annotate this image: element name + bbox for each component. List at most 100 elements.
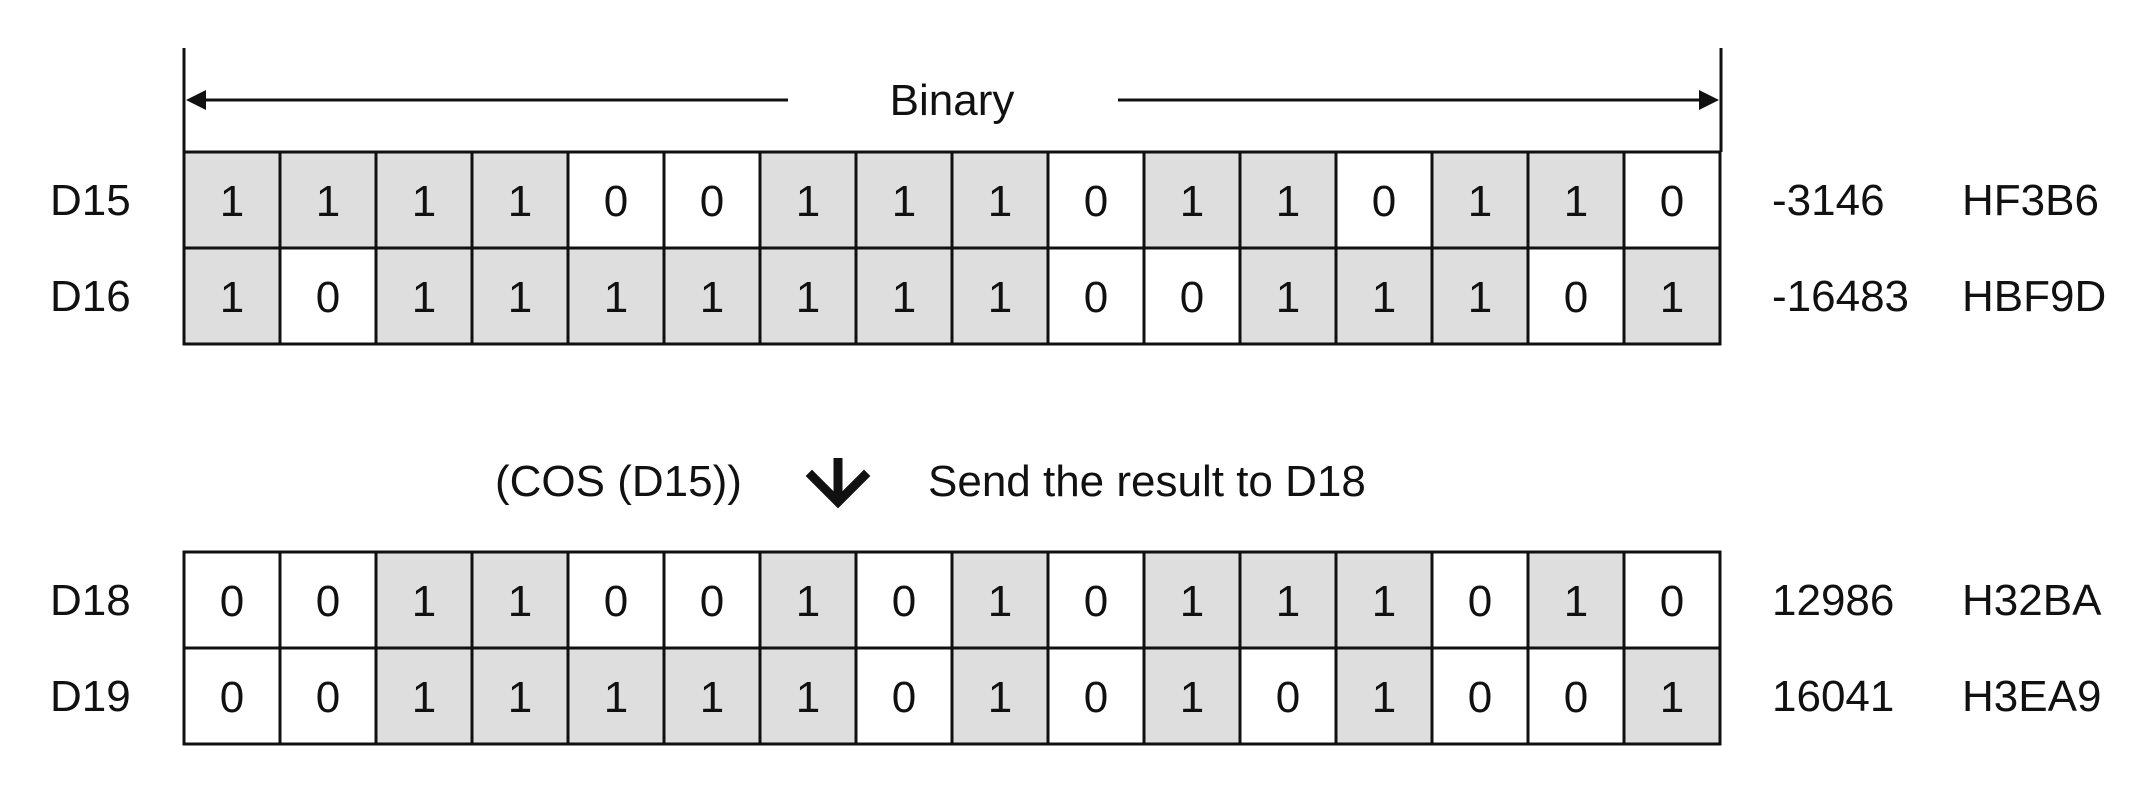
span-right-arrowhead bbox=[1699, 90, 1719, 110]
bit-value: 1 bbox=[1276, 273, 1300, 322]
bit-cell: 1 bbox=[1238, 150, 1338, 250]
bit-value: 1 bbox=[892, 177, 916, 226]
bit-cell: 0 bbox=[1142, 246, 1242, 346]
bit-cell-box bbox=[1526, 646, 1626, 746]
bit-value: 0 bbox=[1564, 273, 1588, 322]
bit-cell: 1 bbox=[758, 246, 858, 346]
bit-value: 1 bbox=[700, 273, 724, 322]
decimal-value: -16483 bbox=[1772, 272, 1909, 321]
bit-cell: 1 bbox=[854, 150, 954, 250]
bit-cell-box bbox=[758, 646, 858, 746]
bit-cell: 1 bbox=[182, 150, 282, 250]
bit-cell: 1 bbox=[374, 246, 474, 346]
span-left-arrowhead bbox=[186, 90, 206, 110]
bit-value: 1 bbox=[1564, 177, 1588, 226]
bit-cell: 1 bbox=[1526, 150, 1626, 250]
bit-cell: 1 bbox=[758, 550, 858, 650]
bit-value: 0 bbox=[604, 577, 628, 626]
bit-cell-box bbox=[662, 246, 762, 346]
bit-value: 1 bbox=[316, 177, 340, 226]
bit-cell-box bbox=[1334, 246, 1434, 346]
bit-cell: 1 bbox=[566, 246, 666, 346]
bit-cell: 0 bbox=[1334, 150, 1434, 250]
bit-cell-box bbox=[374, 150, 474, 250]
bit-cell-box bbox=[374, 246, 474, 346]
bit-cell-box bbox=[1334, 550, 1434, 650]
bit-cell: 1 bbox=[566, 646, 666, 746]
bit-cell-box bbox=[374, 646, 474, 746]
bit-value: 1 bbox=[796, 273, 820, 322]
bit-cell: 1 bbox=[470, 246, 570, 346]
bit-value: 1 bbox=[412, 577, 436, 626]
bit-value: 0 bbox=[1564, 673, 1588, 722]
bit-value: 0 bbox=[1084, 273, 1108, 322]
bit-cell-box bbox=[1046, 550, 1146, 650]
bit-value: 1 bbox=[412, 673, 436, 722]
bit-cell: 1 bbox=[1142, 150, 1242, 250]
bit-cell-box bbox=[566, 646, 666, 746]
bit-value: 1 bbox=[220, 177, 244, 226]
bit-cell-box bbox=[566, 246, 666, 346]
bit-value: 1 bbox=[412, 177, 436, 226]
bit-cell-box bbox=[854, 246, 954, 346]
bit-cell: 1 bbox=[1334, 550, 1434, 650]
bit-cell: 0 bbox=[1622, 550, 1722, 650]
decimal-value: 12986 bbox=[1772, 576, 1894, 625]
bit-value: 1 bbox=[1660, 273, 1684, 322]
bit-value: 0 bbox=[604, 177, 628, 226]
bit-value: 0 bbox=[1084, 673, 1108, 722]
bit-cell: 1 bbox=[1142, 550, 1242, 650]
bit-value: 1 bbox=[1468, 273, 1492, 322]
decimal-value: -3146 bbox=[1772, 176, 1885, 225]
bit-cell: 1 bbox=[854, 246, 954, 346]
bit-cell: 0 bbox=[854, 646, 954, 746]
bit-value: 0 bbox=[1180, 273, 1204, 322]
bit-cell: 1 bbox=[278, 150, 378, 250]
bit-value: 1 bbox=[1372, 577, 1396, 626]
bit-cell: 0 bbox=[1046, 246, 1146, 346]
bit-cell-box bbox=[470, 646, 570, 746]
bit-value: 0 bbox=[1276, 673, 1300, 722]
bit-value: 1 bbox=[412, 273, 436, 322]
bit-value: 1 bbox=[508, 577, 532, 626]
hex-value: H3EA9 bbox=[1962, 672, 2101, 721]
bit-value: 1 bbox=[1180, 673, 1204, 722]
bit-value: 0 bbox=[1660, 577, 1684, 626]
bit-cell-box bbox=[1238, 150, 1338, 250]
bit-value: 0 bbox=[1468, 673, 1492, 722]
bit-cell: 1 bbox=[374, 150, 474, 250]
bit-value: 1 bbox=[604, 273, 628, 322]
bit-value: 1 bbox=[988, 577, 1012, 626]
bit-value: 1 bbox=[1564, 577, 1588, 626]
bit-cell-box bbox=[1238, 246, 1338, 346]
bit-value: 1 bbox=[508, 273, 532, 322]
bit-cell: 1 bbox=[1622, 246, 1722, 346]
bit-value: 0 bbox=[220, 673, 244, 722]
bit-cell: 1 bbox=[662, 646, 762, 746]
bit-value: 1 bbox=[796, 673, 820, 722]
operation-description: Send the result to D18 bbox=[928, 457, 1366, 506]
bit-cell-box bbox=[1622, 150, 1722, 250]
register-name: D18 bbox=[50, 576, 131, 625]
bit-cell: 1 bbox=[950, 550, 1050, 650]
register-name: D16 bbox=[50, 272, 131, 321]
bit-value: 0 bbox=[700, 177, 724, 226]
register-name: D15 bbox=[50, 176, 131, 225]
bit-cell-box bbox=[662, 550, 762, 650]
bit-cell-box bbox=[1526, 550, 1626, 650]
bit-cell-box bbox=[1238, 646, 1338, 746]
bit-cell: 1 bbox=[758, 646, 858, 746]
binary-span-indicator: Binary bbox=[182, 48, 1723, 152]
bit-value: 1 bbox=[700, 673, 724, 722]
bit-value: 1 bbox=[796, 577, 820, 626]
binary-label: Binary bbox=[890, 76, 1015, 125]
bit-cell-box bbox=[1430, 246, 1530, 346]
bit-cell-box bbox=[278, 246, 378, 346]
bit-cell: 1 bbox=[950, 246, 1050, 346]
bit-value: 1 bbox=[508, 177, 532, 226]
bit-cell-box bbox=[950, 550, 1050, 650]
bit-value: 1 bbox=[1468, 177, 1492, 226]
